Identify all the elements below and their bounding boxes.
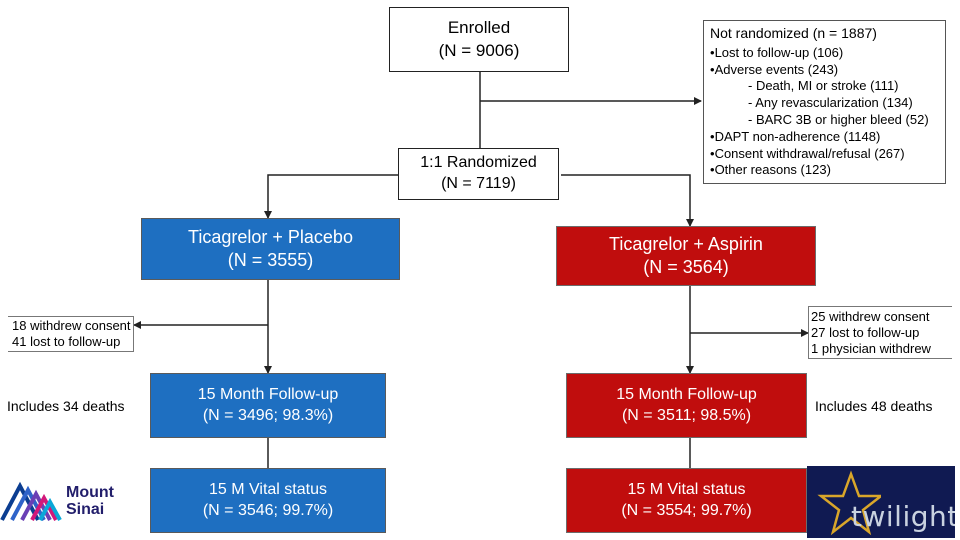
aspirin-vital-title: 15 M Vital status [627, 480, 746, 498]
aspirin-arm-count: (N = 3564) [643, 257, 729, 277]
not-randomized-title: Not randomized (n = 1887) [710, 25, 877, 41]
aspirin-deaths-note: Includes 48 deaths [815, 398, 933, 414]
not-randomized-list: Lost to follow-up (106) Adverse events (… [710, 45, 939, 179]
placebo-deaths-note: Includes 34 deaths [7, 398, 125, 414]
placebo-arm-box: Ticagrelor + Placebo (N = 3555) [141, 218, 400, 280]
aspirin-followup-title: 15 Month Follow-up [616, 385, 757, 403]
aspirin-arm-box: Ticagrelor + Aspirin (N = 3564) [556, 226, 816, 286]
randomized-count: (N = 7119) [441, 175, 516, 192]
aspirin-followup-box: 15 Month Follow-up (N = 3511; 98.5%) [566, 373, 807, 438]
aspirin-vital-box: 15 M Vital status (N = 3554; 99.7%) [566, 468, 807, 533]
twilight-logo: twilight [807, 466, 955, 538]
enrolled-count: (N = 9006) [438, 40, 520, 60]
list-item: - Any revascularization (134) [748, 95, 913, 111]
aspirin-vital-count: (N = 3554; 99.7%) [621, 501, 752, 519]
list-item: - Death, MI or stroke (111) [748, 78, 899, 94]
placebo-lost-followup: 41 lost to follow-up [12, 334, 121, 349]
not-randomized-box: Not randomized (n = 1887) Lost to follow… [703, 20, 946, 184]
mount-sinai-logo: Mount Sinai [0, 476, 130, 524]
aspirin-physician-withdrew: 1 physician withdrew [811, 340, 931, 356]
aspirin-followup-count: (N = 3511; 98.5%) [621, 406, 752, 424]
enrolled-title: Enrolled [447, 18, 511, 38]
placebo-withdrew-consent: 18 withdrew consent [12, 318, 131, 333]
list-item: Other reasons (123) [710, 162, 939, 179]
mount-sinai-mark-icon [0, 481, 62, 521]
aspirin-withdrawn-box: 25 withdrew consent 27 lost to follow-up… [808, 306, 952, 359]
arrow-to-aspirin [561, 174, 694, 227]
placebo-vital-title: 15 M Vital status [209, 480, 327, 498]
arrow-to-placebo [264, 174, 408, 219]
placebo-followup-count: (N = 3496; 98.3%) [202, 406, 334, 424]
mount-sinai-word-2: Sinai [66, 501, 105, 518]
placebo-vital-box: 15 M Vital status (N = 3546; 99.7%) [150, 468, 386, 533]
list-item: Adverse events (243) [710, 62, 939, 79]
aspirin-lost-followup: 27 lost to follow-up [811, 324, 920, 340]
randomized-box: 1:1 Randomized (N = 7119) [398, 148, 559, 200]
list-item: Consent withdrawal/refusal (267) [710, 146, 939, 163]
randomized-title: 1:1 Randomized [420, 154, 537, 172]
placebo-arm-title: Ticagrelor + Placebo [188, 226, 353, 247]
placebo-followup-title: 15 Month Follow-up [197, 385, 339, 403]
aspirin-arm-title: Ticagrelor + Aspirin [609, 233, 763, 254]
twilight-wordmark: twilight [851, 500, 955, 533]
list-item: DAPT non-adherence (1148) [710, 129, 939, 146]
aspirin-withdrew-consent: 25 withdrew consent [811, 308, 930, 324]
placebo-arm-count: (N = 3555) [227, 250, 314, 270]
star-icon [817, 470, 881, 536]
placebo-withdrawn-box: 18 withdrew consent 41 lost to follow-up [8, 316, 134, 352]
placebo-followup-box: 15 Month Follow-up (N = 3496; 98.3%) [150, 373, 386, 438]
placebo-vital-count: (N = 3546; 99.7%) [202, 501, 334, 519]
list-item: - BARC 3B or higher bleed (52) [748, 111, 929, 127]
enrolled-box: Enrolled (N = 9006) [389, 7, 569, 72]
mount-sinai-word-1: Mount [66, 484, 114, 501]
list-item: Lost to follow-up (106) [710, 45, 939, 62]
